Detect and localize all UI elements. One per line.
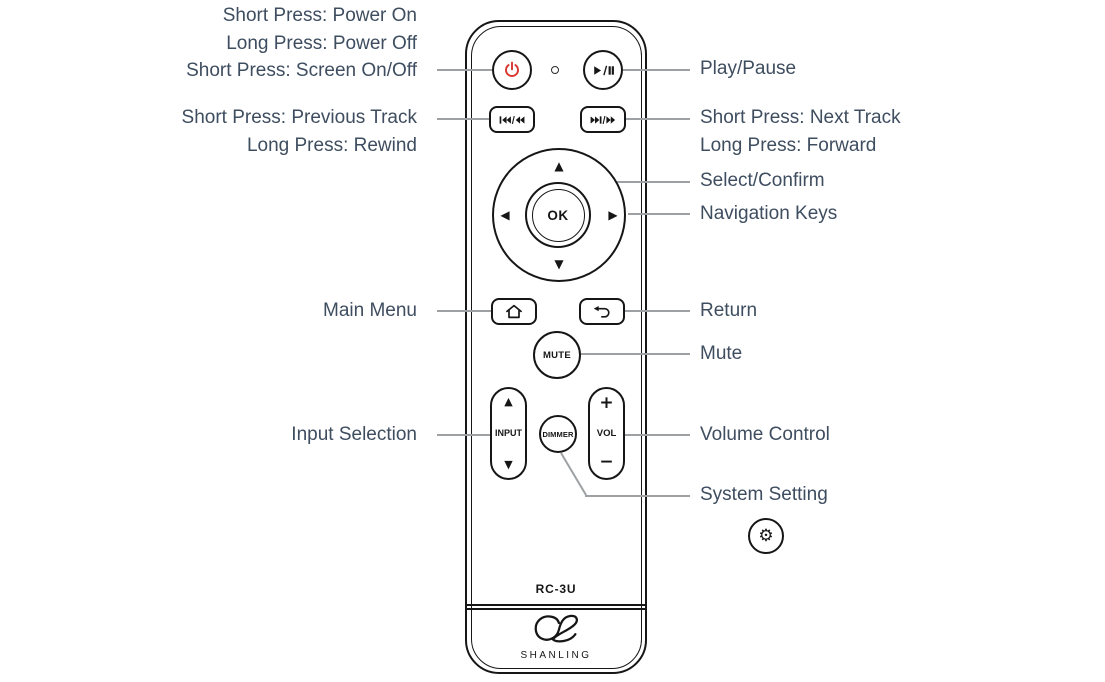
next-forward-icon xyxy=(590,115,616,124)
input-up-icon[interactable]: ▲ xyxy=(504,395,513,408)
mute-button-label: MUTE xyxy=(542,349,572,361)
connector-system-horizontal xyxy=(585,495,690,497)
label-input-selection: Input Selection xyxy=(291,424,417,445)
label-previous-track: Short Press: Previous Track Long Press: … xyxy=(182,104,417,159)
input-selection-button[interactable]: ▲ INPUT ▼ xyxy=(490,387,527,480)
label-volume-control: Volume Control xyxy=(700,424,830,445)
nav-left-icon[interactable]: ◀ xyxy=(500,208,510,222)
play-pause-button[interactable] xyxy=(583,50,623,90)
connector-next xyxy=(626,118,690,120)
label-main-menu: Main Menu xyxy=(323,300,417,321)
connector-volume xyxy=(625,434,690,436)
power-button[interactable] xyxy=(492,50,532,90)
play-pause-icon xyxy=(593,65,614,76)
connector-select-horizontal xyxy=(600,181,690,183)
dimmer-button[interactable]: DIMMER xyxy=(539,415,577,453)
mute-button[interactable]: MUTE xyxy=(533,331,581,379)
connector-previous xyxy=(437,118,489,120)
label-play-pause: Play/Pause xyxy=(700,58,797,79)
previous-rewind-icon xyxy=(499,115,525,124)
power-icon xyxy=(503,61,521,79)
connector-mute xyxy=(581,353,690,355)
volume-control-button[interactable]: + VOL − xyxy=(588,387,625,480)
input-down-icon[interactable]: ▼ xyxy=(504,458,513,471)
label-power-line3: Short Press: Screen On/Off xyxy=(186,60,417,81)
label-system-setting: System Setting xyxy=(700,484,828,505)
label-power-line2: Long Press: Power Off xyxy=(226,32,417,54)
remote-bottom-divider-top xyxy=(465,604,647,606)
remote-bottom-divider-bottom xyxy=(465,608,647,610)
next-forward-button[interactable] xyxy=(580,106,626,133)
input-button-label: INPUT xyxy=(495,428,522,438)
label-navigation-keys: Navigation Keys xyxy=(700,203,838,224)
return-arrow-icon xyxy=(593,305,612,318)
ok-button[interactable]: OK xyxy=(525,182,591,248)
dimmer-button-label: DIMMER xyxy=(542,429,574,439)
volume-button-label: VOL xyxy=(596,427,617,439)
label-select-confirm: Select/Confirm xyxy=(700,170,825,191)
label-next-line1: Short Press: Next Track xyxy=(700,107,901,128)
nav-down-icon[interactable]: ▼ xyxy=(554,257,564,271)
label-prev-line2: Long Press: Rewind xyxy=(246,134,417,156)
label-power-line1: Short Press: Power On xyxy=(222,5,417,26)
previous-track-button[interactable] xyxy=(489,106,535,133)
label-power-functions: Short Press: Power On Long Press: Power … xyxy=(186,2,417,85)
volume-minus-icon[interactable]: − xyxy=(599,452,614,472)
label-next-track: Short Press: Next Track Long Press: Forw… xyxy=(700,104,901,159)
ir-led-indicator xyxy=(551,66,559,74)
return-button[interactable] xyxy=(579,298,625,325)
connector-power xyxy=(437,69,492,71)
connector-navigation xyxy=(628,213,690,215)
remote-body-inner-outline xyxy=(470,25,642,669)
gear-icon: ⚙ xyxy=(758,525,774,546)
label-return: Return xyxy=(700,300,758,321)
ok-button-label: OK xyxy=(531,188,585,242)
model-name: RC-3U xyxy=(535,582,577,596)
label-prev-line1: Short Press: Previous Track xyxy=(181,107,417,128)
connector-return xyxy=(625,310,690,312)
home-icon xyxy=(505,304,523,319)
shanling-logo xyxy=(532,611,584,647)
connector-main-menu xyxy=(437,310,491,312)
label-next-line2: Long Press: Forward xyxy=(700,134,877,156)
volume-plus-icon[interactable]: + xyxy=(599,393,614,413)
system-setting-button[interactable]: ⚙ xyxy=(748,518,784,554)
connector-play-pause xyxy=(623,69,690,71)
main-menu-button[interactable] xyxy=(491,298,537,325)
nav-up-icon[interactable]: ▲ xyxy=(554,159,564,173)
nav-right-icon[interactable]: ▶ xyxy=(608,208,618,222)
brand-name: SHANLING xyxy=(520,650,592,661)
connector-input xyxy=(437,434,490,436)
label-mute: Mute xyxy=(700,343,743,364)
